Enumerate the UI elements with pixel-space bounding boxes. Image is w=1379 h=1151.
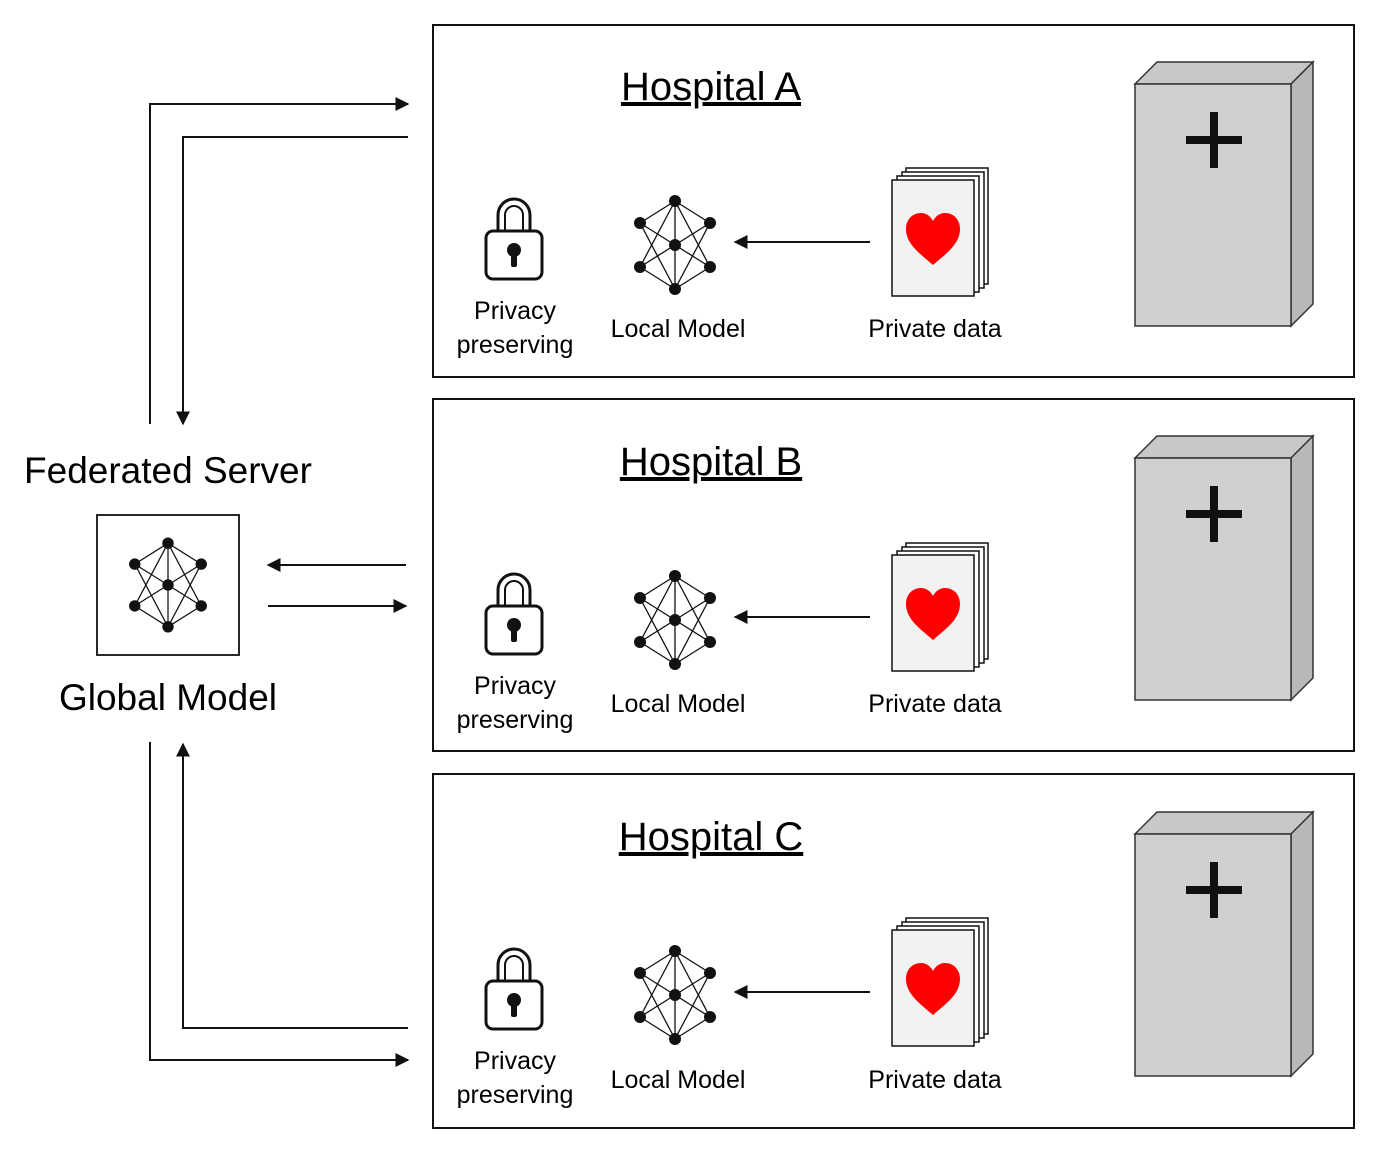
arrow-server-to-hospital-a [149, 97, 410, 424]
privacy-label-line2: preserving [457, 331, 574, 359]
medical-cabinet-icon [1134, 811, 1314, 1077]
federated-server: Federated Server Global Model [24, 450, 312, 718]
local-model-label: Local Model [611, 315, 746, 343]
document-stack-heart-icon [891, 917, 989, 1047]
hospital-a-panel: Hospital A Privacy preserving Local Mode… [432, 24, 1355, 378]
privacy-label-line1: Privacy [474, 297, 556, 325]
privacy-label-line2: preserving [457, 1081, 574, 1109]
document-stack-heart-icon [891, 167, 989, 297]
hospital-c-panel: Hospital C Privacy preserving Local Mode… [432, 773, 1355, 1129]
federated-server-title: Federated Server [24, 450, 312, 491]
private-data-label: Private data [868, 1066, 1002, 1094]
privacy-label-line1: Privacy [474, 672, 556, 700]
medical-cabinet-icon [1134, 61, 1314, 327]
local-model-label: Local Model [611, 690, 746, 718]
privacy-label-line1: Privacy [474, 1047, 556, 1075]
privacy-label-line2: preserving [457, 706, 574, 734]
hospital-c-title: Hospital C [619, 815, 804, 859]
medical-cabinet-icon [1134, 435, 1314, 701]
hospital-a-title: Hospital A [621, 65, 801, 109]
arrow-hospital-a-to-server [176, 136, 408, 426]
global-model-label: Global Model [59, 677, 277, 718]
private-data-label: Private data [868, 315, 1002, 343]
document-stack-heart-icon [891, 542, 989, 672]
hospital-b-panel: Hospital B Privacy preserving Local Mode… [432, 398, 1355, 752]
local-model-label: Local Model [611, 1066, 746, 1094]
hospital-b-title: Hospital B [620, 440, 802, 484]
connectors [149, 97, 410, 1067]
private-data-label: Private data [868, 690, 1002, 718]
arrow-server-to-hospital-c [149, 742, 410, 1067]
arrow-hospital-c-to-server [176, 742, 408, 1029]
